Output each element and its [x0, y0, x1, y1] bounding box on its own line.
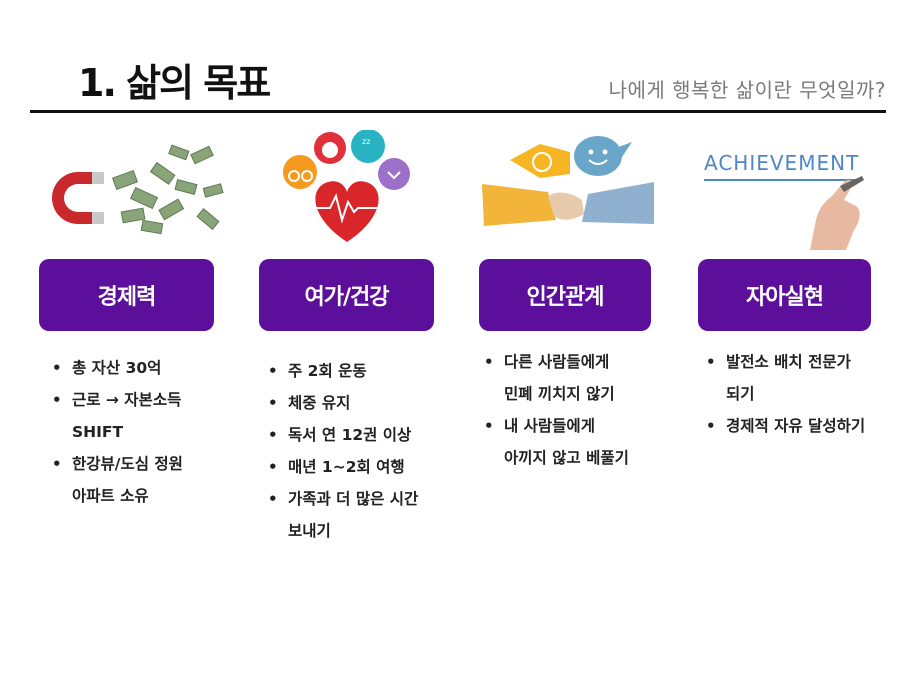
achievement-hand-icon: ACHIEVEMENT: [704, 151, 864, 250]
money-magnet-icon: [52, 144, 224, 235]
page-title: 1. 삶의 목표: [78, 61, 271, 105]
list-item: 총 자산 30억: [52, 352, 183, 384]
handshake-icon: [482, 136, 654, 226]
goal-box-economy: 경제력: [39, 259, 214, 331]
list-item: 경제적 자유 달성하기: [706, 410, 865, 442]
goal-box-relationships: 인간관계: [479, 259, 651, 331]
page-subtitle: 나에게 행복한 삶이란 무엇일까?: [608, 78, 886, 102]
svg-text:zz: zz: [362, 137, 370, 146]
goal-list-leisure-health: 주 2회 운동 체중 유지 독서 연 12권 이상 매년 1~2회 여행 가족과…: [268, 355, 418, 547]
list-item: 주 2회 운동: [268, 355, 418, 387]
goal-box-self-realization: 자아실현: [698, 259, 871, 331]
list-item: 매년 1~2회 여행: [268, 451, 418, 483]
svg-text:ACHIEVEMENT: ACHIEVEMENT: [704, 151, 859, 175]
list-item: 체중 유지: [268, 387, 418, 419]
goal-box-leisure-health: 여가/건강: [259, 259, 434, 331]
list-item: 독서 연 12권 이상: [268, 419, 418, 451]
health-heart-icon: zz: [283, 130, 410, 242]
title-rule: [30, 110, 886, 113]
